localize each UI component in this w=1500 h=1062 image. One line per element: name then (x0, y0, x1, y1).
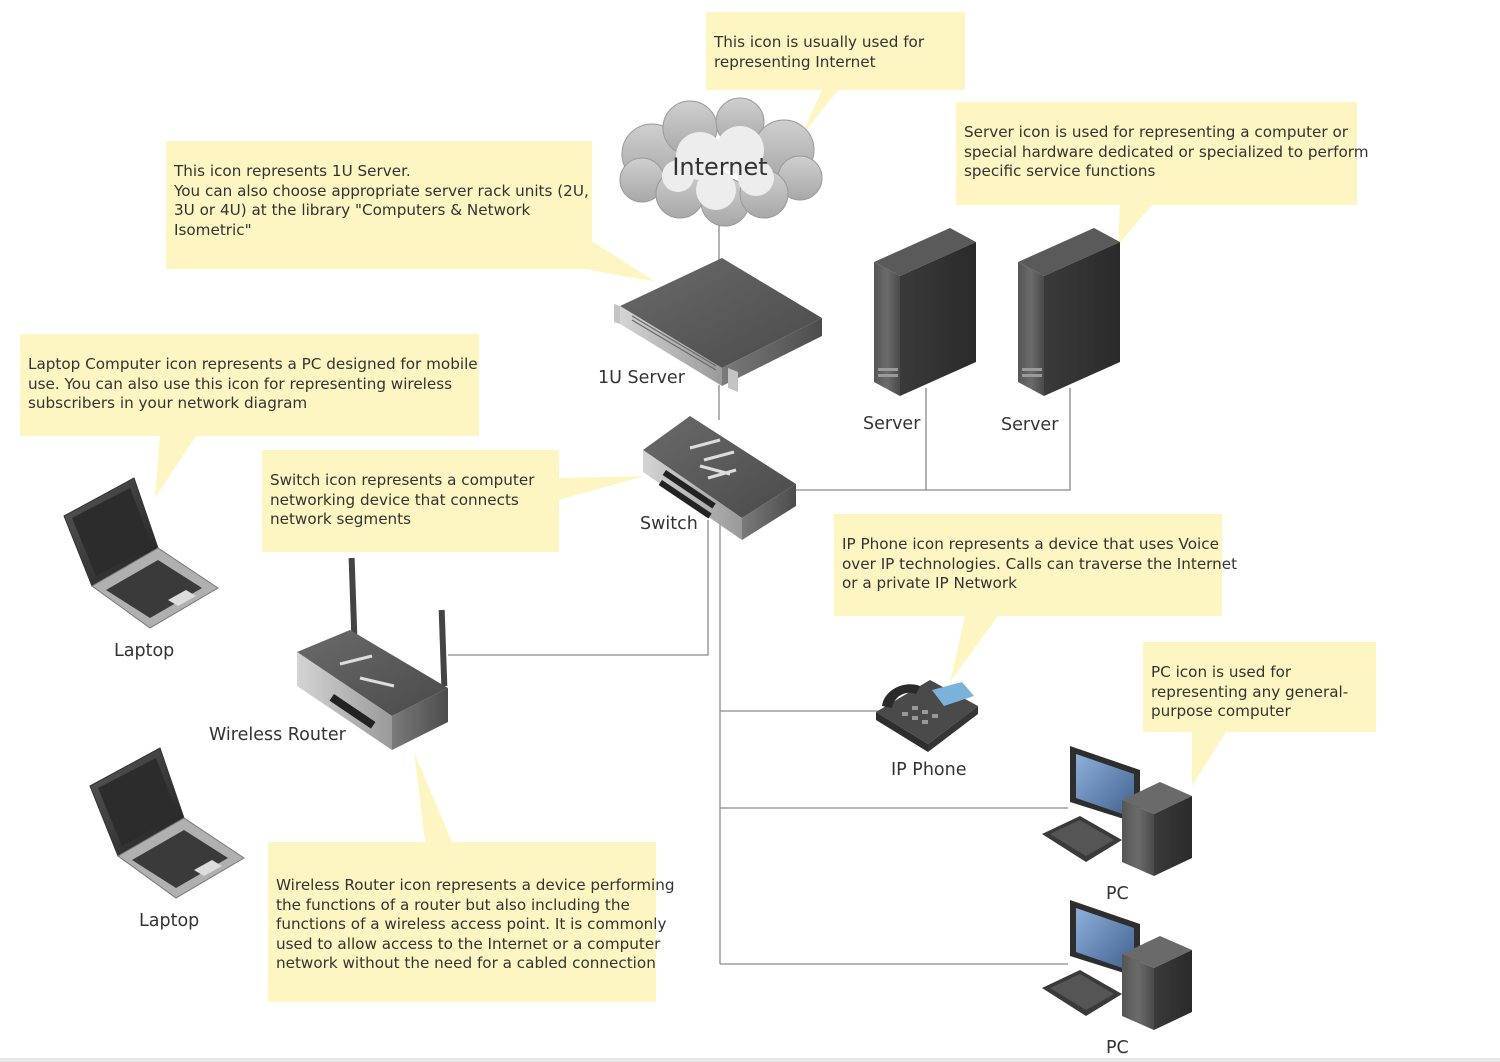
callout-line: You can also choose appropriate server r… (174, 181, 589, 200)
callout-line: IP Phone icon represents a device that u… (842, 535, 1219, 553)
pointer-internet (800, 90, 838, 138)
callout-line: use. You can also use this icon for repr… (28, 374, 453, 393)
connector-switch-server-2 (926, 388, 1071, 491)
callout-line: Isometric" (174, 220, 252, 239)
pointer-ip-phone (950, 616, 998, 682)
callout-pointers (155, 90, 1226, 842)
label-1u-server: 1U Server (598, 368, 685, 388)
callout-line: over IP technologies. Calls can traverse… (842, 554, 1238, 573)
callout-pc: PC icon is used for representing any gen… (1143, 642, 1376, 732)
callout-line: Server icon is used for representing a c… (964, 123, 1349, 141)
pointer-1u-server (590, 240, 656, 282)
ip-phone-icon[interactable] (876, 680, 978, 752)
callout-line: used to allow access to the Internet or … (276, 934, 661, 953)
pointer-router (414, 752, 452, 842)
callout-server: Server icon is used for representing a c… (956, 102, 1369, 205)
callout-laptop: Laptop Computer icon represents a PC des… (20, 334, 479, 436)
label-server-1: Server (863, 414, 921, 434)
callout-line: subscribers in your network diagram (28, 394, 308, 413)
callout-internet: This icon is usually used for representi… (706, 12, 965, 90)
internet-cloud-icon[interactable] (619, 97, 823, 227)
label-wireless-router: Wireless Router (209, 725, 346, 745)
callout-line: representing Internet (714, 52, 876, 71)
pointer-laptop (155, 436, 196, 498)
pointer-switch (559, 476, 644, 500)
callout-line: Laptop Computer icon represents a PC des… (28, 355, 478, 373)
callout-line: Switch icon represents a computer (270, 471, 535, 489)
pointer-server (1118, 205, 1152, 245)
laptop-2-icon[interactable] (89, 747, 245, 899)
pointer-pc (1192, 732, 1226, 786)
bottom-divider (0, 1058, 1500, 1062)
callout-line: the functions of a router but also inclu… (276, 895, 630, 914)
callout-line: representing any general- (1151, 682, 1349, 701)
callout-line: This icon represents 1U Server. (174, 162, 411, 180)
label-pc-1: PC (1106, 884, 1129, 904)
switch-icon[interactable] (643, 416, 796, 540)
callout-switch: Switch icon represents a computer networ… (262, 450, 559, 552)
callout-line: network without the need for a cabled co… (276, 954, 656, 973)
laptop-1-icon[interactable] (63, 477, 219, 629)
label-pc-2: PC (1106, 1038, 1129, 1058)
label-laptop-1: Laptop (114, 641, 175, 661)
callout-line: functions of a wireless access point. It… (276, 915, 667, 934)
wireless-router-icon[interactable] (297, 557, 448, 750)
callout-1u-server: This icon represents 1U Server. You can … (166, 141, 592, 269)
callout-line: or a private IP Network (842, 574, 1017, 593)
server-1-icon[interactable] (874, 228, 976, 396)
server-2-icon[interactable] (1018, 228, 1120, 396)
label-ip-phone: IP Phone (891, 760, 967, 780)
callout-line: special hardware dedicated or specialize… (964, 142, 1369, 161)
callout-line: specific service functions (964, 162, 1156, 181)
callout-line: This icon is usually used for (714, 33, 925, 51)
callout-wireless-router: Wireless Router icon represents a device… (268, 842, 675, 1002)
callout-line: purpose computer (1151, 702, 1291, 721)
callout-ip-phone: IP Phone icon represents a device that u… (834, 514, 1238, 616)
connector-switch-server-1 (795, 388, 927, 491)
label-server-2: Server (1001, 415, 1059, 435)
internet-label: Internet (672, 153, 768, 181)
pc-1-icon[interactable] (1042, 746, 1192, 876)
callout-line: networking device that connects (270, 490, 519, 509)
connector-switch-router (448, 520, 709, 656)
callout-line: Wireless Router icon represents a device… (276, 876, 675, 894)
callout-line: 3U or 4U) at the library "Computers & Ne… (174, 201, 531, 220)
label-switch: Switch (640, 514, 698, 534)
connectors (448, 222, 1071, 965)
callout-line: network segments (270, 510, 412, 529)
pc-2-icon[interactable] (1042, 900, 1192, 1030)
callout-line: PC icon is used for (1151, 663, 1292, 681)
label-laptop-2: Laptop (139, 911, 200, 931)
1u-server-icon[interactable] (614, 258, 822, 392)
